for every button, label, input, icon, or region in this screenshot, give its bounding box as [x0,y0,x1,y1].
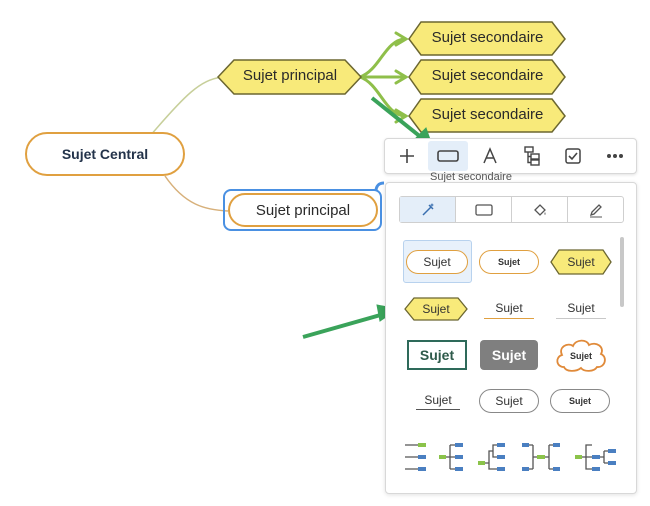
style-option-9-shape [556,339,606,372]
style-panel: Sujet Sujet Sujet Sujet Sujet Sujet Suje… [385,182,637,494]
subtopic-3-shape [408,98,566,133]
subtopic-3[interactable]: Sujet secondaire [431,106,544,123]
style-option-10[interactable]: Sujet [416,390,460,410]
add-icon[interactable] [387,141,427,171]
fill-icon[interactable] [512,197,568,222]
pointer-arrow-bottom [302,304,400,339]
style-option-12[interactable]: Sujet [550,389,610,413]
structure-icon[interactable] [512,141,552,171]
more-icon[interactable] [595,141,635,171]
floating-toolbar [384,138,637,174]
pen-icon[interactable] [568,197,623,222]
style-option-11[interactable]: Sujet [479,389,539,413]
subtopic-1[interactable]: Sujet secondaire [431,29,544,46]
main-topic-top[interactable]: Sujet principal [242,67,338,84]
style-option-4[interactable]: Sujet [422,302,450,316]
style-option-4-shape [404,297,468,321]
style-option-1[interactable]: Sujet [406,250,468,274]
layout-tree-left-icon[interactable] [477,442,507,472]
style-option-3[interactable]: Sujet [567,255,595,269]
style-option-8[interactable]: Sujet [480,340,538,370]
style-option-7[interactable]: Sujet [407,340,467,370]
subtopic-2[interactable]: Sujet secondaire [431,67,544,84]
main-topic-top-shape [216,59,363,95]
style-option-3-shape [550,249,612,275]
style-option-9[interactable]: Sujet [569,351,592,361]
shape-tab-icon[interactable] [456,197,512,222]
task-icon[interactable] [553,141,593,171]
subtopic-1-shape [408,21,566,56]
subtopic-2-shape [408,59,566,95]
layout-list-icon[interactable] [403,442,427,472]
panel-scrollbar[interactable] [620,237,624,307]
panel-tabs [399,196,624,223]
text-format-icon[interactable] [470,141,510,171]
toolbar-tooltip: Sujet secondaire [430,171,512,183]
layout-timeline-icon[interactable] [574,442,618,472]
style-magic-icon[interactable] [400,197,456,222]
layout-tree-icon[interactable] [438,442,464,472]
main-topic-bottom[interactable]: Sujet principal [228,193,378,227]
layout-mindmap-icon[interactable] [521,442,561,472]
shape-icon[interactable] [428,141,468,171]
selection-outline [223,189,382,231]
style-option-2[interactable]: Sujet [479,250,539,274]
style-option-6[interactable]: Sujet [556,297,606,319]
central-topic[interactable]: Sujet Central [25,132,185,176]
collapse-handle-icon[interactable] [374,181,386,193]
style-option-5[interactable]: Sujet [484,297,534,319]
